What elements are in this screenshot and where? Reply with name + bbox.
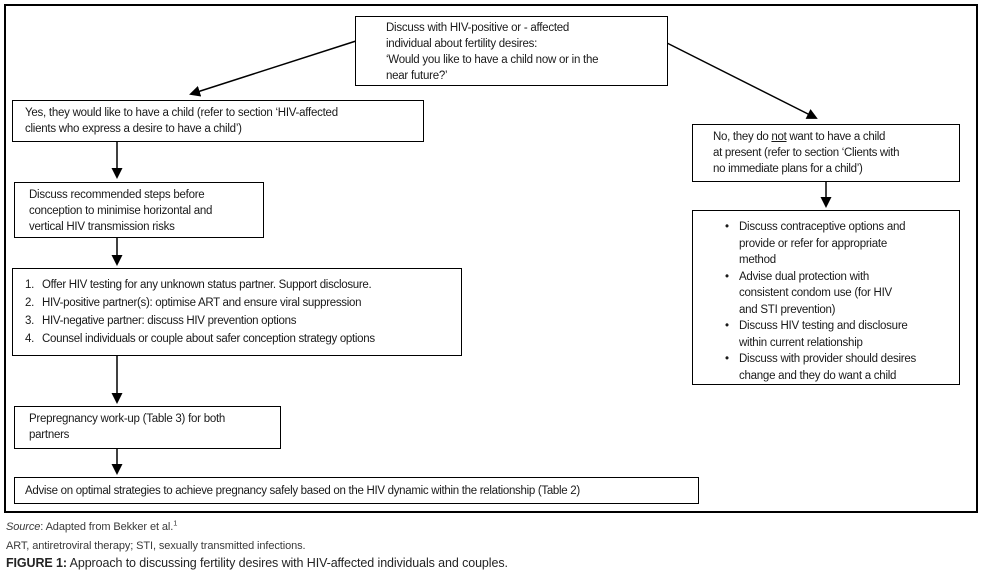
source-reference-superscript: 1 xyxy=(173,518,178,528)
flow-box-yes: Yes, they would like to have a child (re… xyxy=(12,100,424,142)
flow-box-question: Discuss with HIV-positive or - affected … xyxy=(355,16,668,86)
figure-caption-label: FIGURE 1: xyxy=(6,556,67,570)
bullet-item: • Discuss with provider should desires c… xyxy=(725,351,953,384)
item-text: HIV-positive partner(s): optimise ART an… xyxy=(42,297,362,309)
item-number: 2. xyxy=(25,297,34,309)
source-note: Source: Adapted from Bekker et al.1 xyxy=(6,518,178,533)
item-number: 1. xyxy=(25,279,34,291)
item-text: Counsel individuals or couple about safe… xyxy=(42,333,375,345)
bullet-item: • Advise dual protection with consistent… xyxy=(725,269,953,319)
no-text-post: want to have a child at present (refer t… xyxy=(713,131,900,175)
no-text-pre: No, they do xyxy=(713,131,772,143)
bullet-text: Discuss contraceptive options and provid… xyxy=(739,221,906,266)
numbered-item: 3. HIV-negative partner: discuss HIV pre… xyxy=(25,312,455,330)
bullet-text: Advise dual protection with consistent c… xyxy=(739,270,892,316)
numbered-item: 4. Counsel individuals or couple about s… xyxy=(25,330,455,348)
bullet-marker: • xyxy=(725,221,729,233)
figure-caption: FIGURE 1: Approach to discussing fertili… xyxy=(6,556,508,570)
flow-box-preconception-steps: Discuss recommended steps before concept… xyxy=(14,182,264,238)
item-number: 3. xyxy=(25,315,34,327)
item-number: 4. xyxy=(25,333,34,345)
item-text: HIV-negative partner: discuss HIV preven… xyxy=(42,315,297,327)
bullet-marker: • xyxy=(725,353,729,365)
no-text-underlined: not xyxy=(771,131,787,143)
bullet-text: Discuss HIV testing and disclosure withi… xyxy=(739,320,908,349)
flow-box-numbered-actions: 1. Offer HIV testing for any unknown sta… xyxy=(12,268,462,356)
bullet-item: • Discuss contraceptive options and prov… xyxy=(725,219,953,269)
flow-box-advise-strategies: Advise on optimal strategies to achieve … xyxy=(14,477,699,504)
numbered-item: 2. HIV-positive partner(s): optimise ART… xyxy=(25,294,455,312)
item-text: Offer HIV testing for any unknown status… xyxy=(42,279,372,291)
figure-caption-text: Approach to discussing fertility desires… xyxy=(66,556,508,570)
numbered-item: 1. Offer HIV testing for any unknown sta… xyxy=(25,276,455,294)
bullet-text: Discuss with provider should desires cha… xyxy=(739,353,916,382)
source-text: : Adapted from Bekker et al. xyxy=(40,521,174,533)
flow-box-contraception-advice: • Discuss contraceptive options and prov… xyxy=(692,210,960,385)
flow-box-no: No, they do not want to have a child at … xyxy=(692,124,960,182)
abbreviations-note: ART, antiretroviral therapy; STI, sexual… xyxy=(6,540,306,552)
source-label: Source xyxy=(6,521,41,533)
bullet-marker: • xyxy=(725,320,729,332)
bullet-item: • Discuss HIV testing and disclosure wit… xyxy=(725,318,953,351)
bullet-marker: • xyxy=(725,270,729,283)
flow-box-prepregnancy: Prepregnancy work-up (Table 3) for both … xyxy=(14,406,281,449)
